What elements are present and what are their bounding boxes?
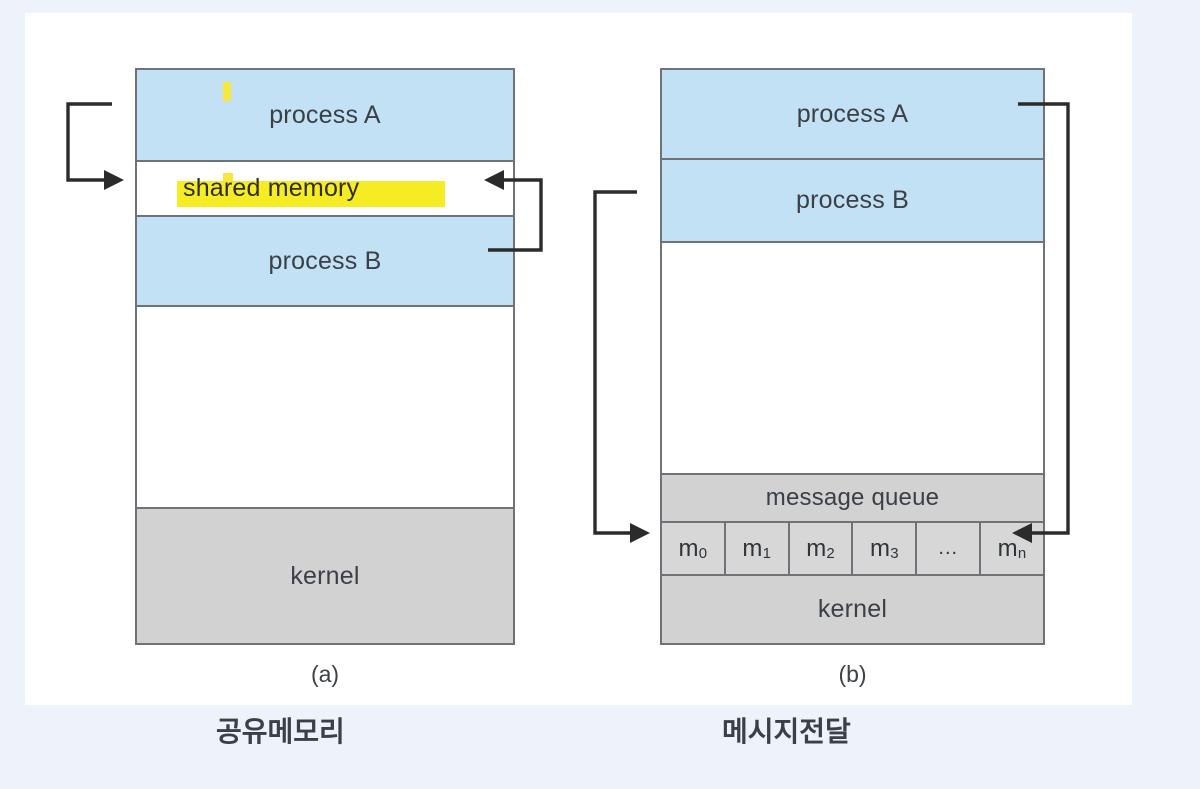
message-cell-sub: n bbox=[1017, 545, 1027, 562]
message-cell-sub: 3 bbox=[890, 545, 899, 562]
b-kernel-label: kernel bbox=[817, 595, 888, 623]
a-row-shared-memory: shared memory bbox=[137, 160, 513, 217]
yellow-highlight-dot bbox=[223, 173, 233, 193]
message-cell-base: m bbox=[870, 534, 891, 562]
message-cell-sub: 0 bbox=[698, 545, 708, 562]
b-row-process-a: process A bbox=[662, 70, 1043, 158]
b-row-blank bbox=[662, 243, 1043, 473]
a-row-process-a: process A bbox=[137, 70, 513, 160]
b-process-b-label: process B bbox=[796, 186, 909, 214]
a-process-a-label: process A bbox=[269, 100, 381, 129]
a-row-kernel: kernel bbox=[137, 507, 513, 643]
message-cell-base: m bbox=[678, 534, 699, 562]
message-cell-sub: 1 bbox=[762, 545, 772, 562]
a-kernel-label: kernel bbox=[290, 561, 360, 590]
a-row-blank bbox=[137, 307, 513, 507]
a-row-process-b: process B bbox=[137, 217, 513, 307]
b-row-kernel: kernel bbox=[662, 576, 1043, 643]
message-cell-base: ... bbox=[938, 537, 959, 559]
b-message-queue-label: message queue bbox=[765, 484, 940, 511]
a-shared-memory-label: shared memory bbox=[183, 174, 360, 202]
b-process-a-label: process A bbox=[796, 99, 909, 128]
a-process-b-label: process B bbox=[268, 246, 382, 275]
korean-label-shared-memory: 공유메모리 bbox=[216, 716, 345, 747]
message-cell-base: m bbox=[742, 534, 763, 562]
yellow-highlight-bar bbox=[177, 181, 445, 207]
diagram-shared-memory: process A shared memory process B kernel bbox=[135, 68, 515, 645]
korean-label-message-passing: 메시지전달 bbox=[722, 716, 851, 747]
message-cell-base: m bbox=[997, 534, 1018, 562]
caption-b: (b) bbox=[838, 661, 867, 687]
yellow-highlight-tick-icon bbox=[223, 82, 231, 101]
b-row-message-queue-header: message queue bbox=[662, 473, 1043, 523]
message-cell-base: m bbox=[806, 534, 827, 562]
b-row-process-b: process B bbox=[662, 158, 1043, 243]
message-cell-ellipsis: ... bbox=[917, 523, 982, 574]
figure-canvas: process A shared memory process B kernel… bbox=[25, 13, 1132, 705]
caption-a: (a) bbox=[310, 661, 340, 687]
message-cell-sub: 2 bbox=[826, 545, 835, 562]
